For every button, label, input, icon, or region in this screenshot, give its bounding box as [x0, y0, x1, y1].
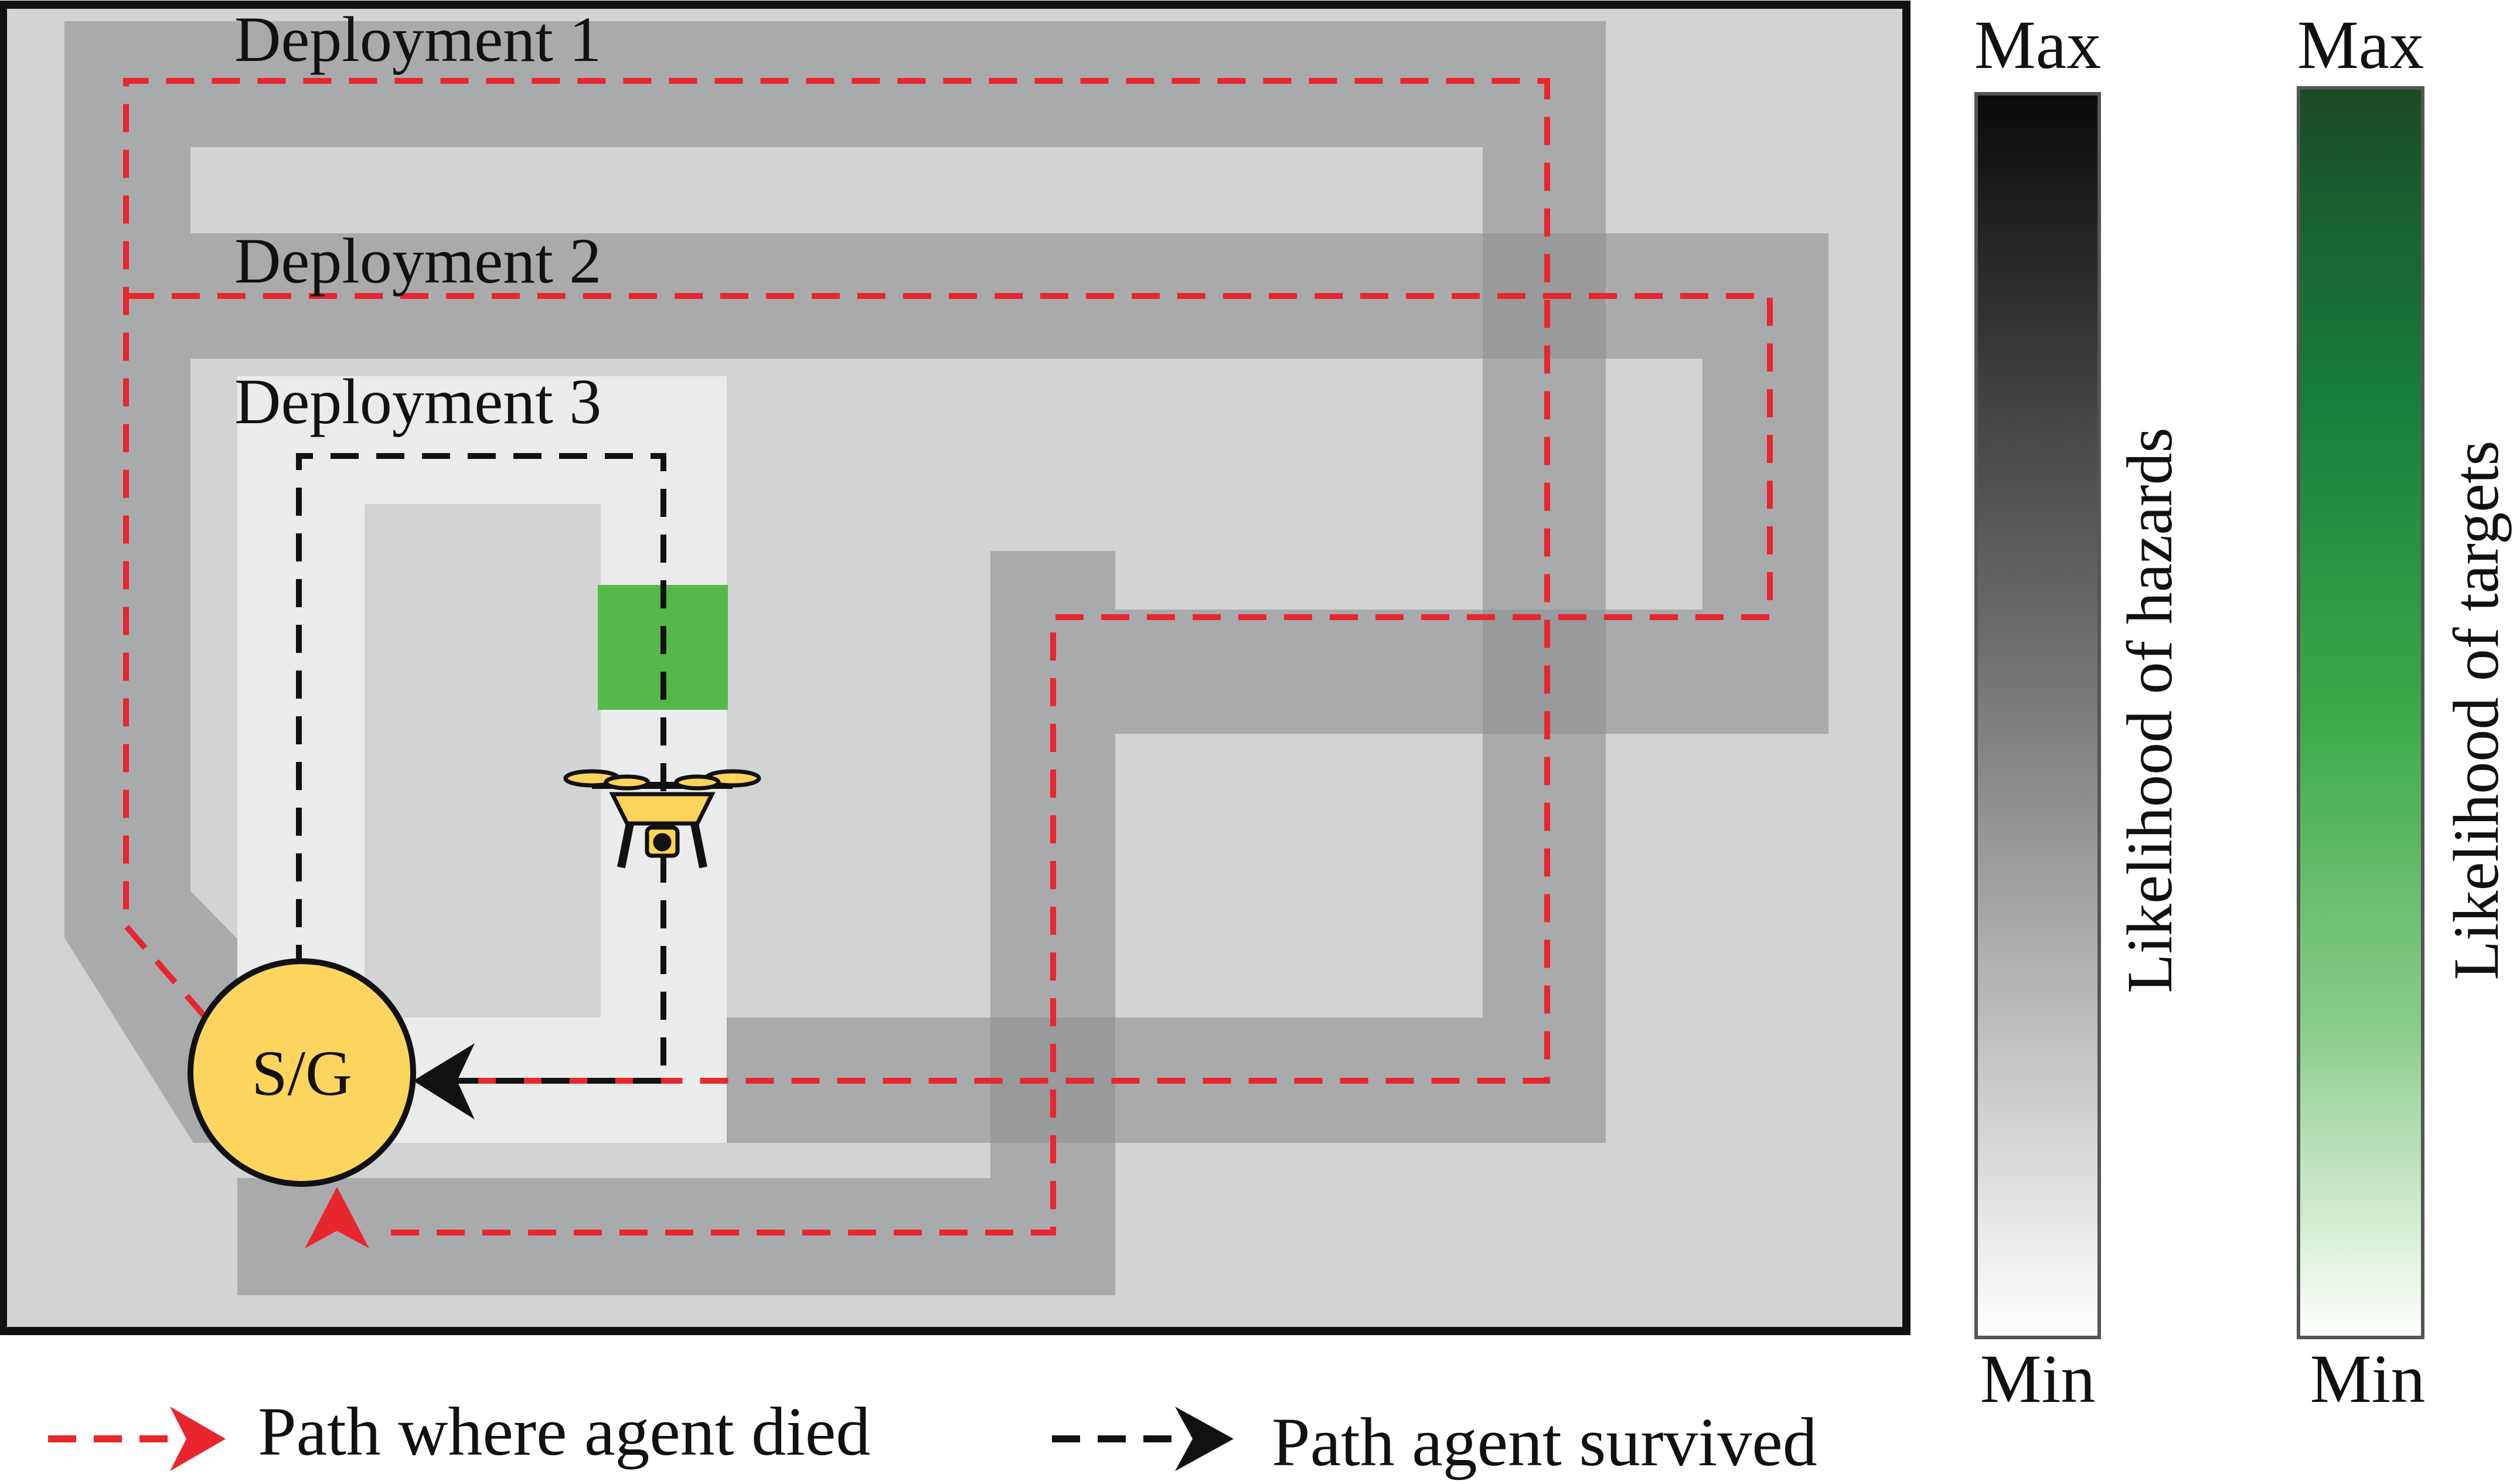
legend-survived-arrow-icon [1175, 1407, 1234, 1471]
path-survived [296, 453, 666, 1084]
targets-max-label: Max [2297, 6, 2424, 83]
deployment-3-label: Deployment 3 [234, 366, 601, 437]
legend-survived-label: Path agent survived [1272, 1404, 1817, 1480]
hazards-colorbar [1974, 92, 2101, 1339]
legend-died-arrow-icon [170, 1407, 226, 1471]
path-died [123, 78, 1773, 1235]
targets-min-label: Min [2310, 1340, 2426, 1417]
corridor-d2-mid [1115, 610, 1702, 734]
corridor-d1-top [64, 21, 1606, 147]
hazards-min-label: Min [1980, 1340, 2096, 1417]
corridor-d2-bottom [237, 1178, 1115, 1295]
legend-survived: Path agent survived [1052, 1404, 1817, 1480]
start-goal-node [188, 958, 416, 1187]
legend-died: Path where agent died [48, 1393, 870, 1471]
targets-axis-label: Likelihood of targets [2440, 441, 2512, 981]
deployment-1-label: Deployment 1 [234, 4, 601, 75]
deployment-2-label: Deployment 2 [234, 225, 601, 297]
hazards-axis-label: Likelihood of hazards [2114, 427, 2185, 993]
drone-icon [563, 769, 761, 869]
corridor-d2-right [1702, 359, 1828, 734]
hazards-max-label: Max [1974, 6, 2101, 83]
start-goal-label: S/G [251, 1037, 352, 1109]
legend-died-label: Path where agent died [258, 1393, 870, 1470]
arrowhead-died [305, 1187, 369, 1248]
targets-colorbar [2297, 86, 2424, 1339]
arrowhead-survived [413, 1043, 475, 1119]
